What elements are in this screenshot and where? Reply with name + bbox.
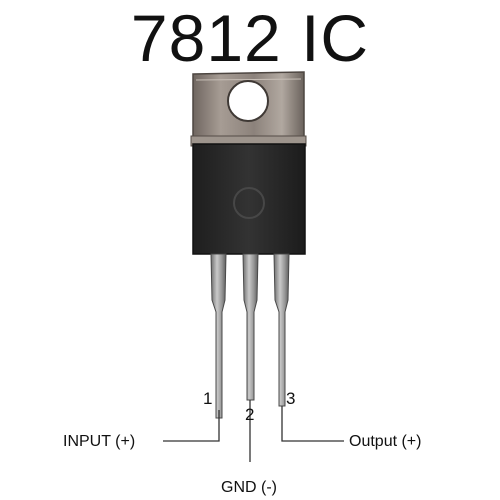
leader-lines: [163, 400, 344, 462]
ic-body: [192, 143, 306, 255]
pin-label-input: INPUT (+): [63, 433, 136, 450]
leader-line-pin-1: [163, 410, 220, 442]
heatsink-tab: [190, 71, 307, 147]
mounting-hole: [227, 80, 269, 122]
leader-line-pin-3: [281, 406, 344, 442]
pin-number-2: 2: [245, 405, 255, 424]
pin-number-3: 3: [286, 389, 296, 408]
body-marking-circle: [233, 187, 265, 219]
pin-number-1: 1: [203, 389, 213, 408]
pin-label-output: Output (+): [349, 433, 422, 450]
pin-leads: [210, 253, 290, 419]
pin-label-gnd: GND (-): [221, 479, 277, 496]
diagram-title: 7812 IC: [130, 1, 370, 75]
